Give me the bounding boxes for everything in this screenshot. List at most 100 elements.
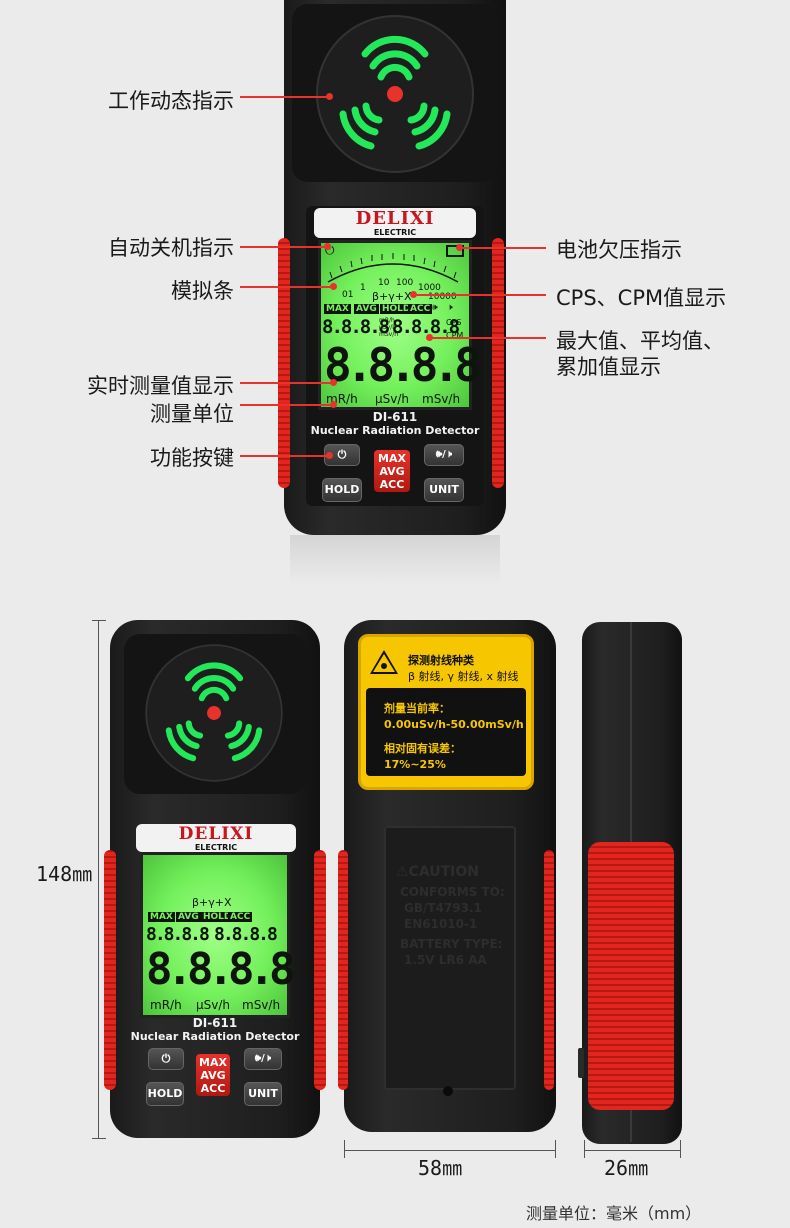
height-dim-tick-top (92, 620, 106, 621)
digits-small-right: 8.8.8.8 (392, 316, 460, 338)
callout-line-analog (240, 286, 332, 288)
callout-dot-battery (456, 244, 463, 251)
callout-max-avg-acc-1: 最大值、平均值、 (556, 329, 724, 353)
height-dim-line (98, 620, 99, 1138)
side-grip (588, 842, 674, 1110)
sound-button-small[interactable]: 🕪/🕨 (244, 1048, 282, 1070)
callout-line-cps (416, 294, 546, 296)
warning-inner (366, 688, 526, 776)
callout-line-auto-off (240, 246, 326, 248)
tag-acc-small: ACC (228, 912, 253, 922)
callout-analog-bar: 模拟条 (171, 279, 234, 303)
digits-big: 8.8.8.8 (324, 338, 482, 392)
callout-unit: 测量单位 (150, 402, 234, 426)
mute-icon: 🕨 (447, 303, 453, 313)
product-name-small: Nuclear Radiation Detector (130, 1030, 300, 1043)
acc-label: ACC (379, 478, 405, 491)
callout-line-realtime (240, 382, 332, 384)
model-number-small: DI-611 (192, 1016, 238, 1030)
scale-1000: 1000 (418, 283, 441, 293)
unit-msvh: mSv/h (422, 392, 461, 406)
product-name: Nuclear Radiation Detector (310, 424, 480, 437)
cps-label: CPS (446, 318, 462, 327)
brand-sub-small: ELECTRIC (194, 843, 238, 852)
unit-mrh-small: mR/h (150, 998, 182, 1012)
model-number: DI-611 (372, 410, 418, 424)
hold-button-small[interactable]: HOLD (146, 1082, 184, 1106)
tag-avg-small: AVG (176, 912, 201, 922)
callout-battery-low: 电池欠压指示 (556, 238, 682, 262)
power-button-small[interactable]: ⏻ (148, 1048, 184, 1070)
callout-line-battery (462, 247, 546, 249)
sound-button[interactable]: 🕪/🕨 (424, 444, 464, 466)
back-grip-left (338, 850, 348, 1090)
callout-dot-auto-off (324, 243, 331, 250)
callout-cps-cpm: CPS、CPM值显示 (556, 286, 727, 310)
back-grip-right (544, 850, 554, 1090)
unit-usvh-small: μSv/h (196, 998, 231, 1012)
side-grip-left-small (104, 850, 116, 1090)
small-unit-3: mSv/h (379, 331, 399, 338)
digits-small-left-sm: 8.8.8.8 (146, 924, 210, 945)
tag-hold-small: HOLD (201, 912, 234, 922)
lcd-screen (318, 240, 472, 410)
digits-small-right-sm: 8.8.8.8 (214, 924, 278, 945)
brand-strip (314, 208, 476, 238)
side-grip-right (492, 238, 504, 488)
lcd-screen-small (140, 852, 290, 1018)
unit-msvh-small: mSv/h (242, 998, 281, 1012)
acc-label-small: ACC (200, 1082, 226, 1095)
warning-title: 探测射线种类 (408, 654, 474, 667)
max-label: MAX (378, 452, 406, 465)
width-dim-tick-right (555, 1140, 556, 1158)
callout-realtime: 实时测量值显示 (87, 374, 234, 398)
side-button (578, 1048, 584, 1078)
hold-button[interactable]: HOLD (322, 478, 362, 502)
width-dimension: 58㎜ (418, 1156, 463, 1180)
caution-title: ⚠CAUTION (396, 864, 479, 880)
screw-hole (443, 1086, 453, 1096)
unit-button[interactable]: UNIT (424, 478, 464, 502)
depth-dim-tick-left (584, 1140, 585, 1158)
max-avg-acc-button[interactable]: MAX AVG ACC (374, 450, 410, 492)
warning-rays: β 射线, γ 射线, x 射线 (408, 670, 519, 683)
rate-title: 剂量当前率： (384, 702, 450, 715)
analog-bar-graph (327, 253, 459, 283)
unit-usvh: μSv/h (375, 392, 410, 406)
device-reflection (290, 535, 500, 585)
side-grip-left (278, 238, 290, 488)
unit-button-small[interactable]: UNIT (244, 1082, 282, 1106)
height-dimension: 148㎜ (36, 862, 93, 886)
ray-formula: β+γ+X (372, 290, 412, 303)
callout-dot-max (426, 334, 433, 341)
depth-dimension: 26㎜ (604, 1156, 649, 1180)
callout-dot-unit (330, 401, 337, 408)
radiation-trefoil-icon (316, 15, 474, 173)
avg-label-small: AVG (200, 1069, 226, 1082)
tag-max: MAX (324, 304, 351, 314)
callout-dot-work (326, 93, 333, 100)
unit-note: 测量单位：毫米（mm） (526, 1204, 702, 1223)
width-dim-tick-left (344, 1140, 345, 1158)
tag-max-small: MAX (148, 912, 175, 922)
caution-line-3: EN61010-1 (404, 917, 478, 931)
radiation-warning-icon (370, 650, 398, 674)
width-dim-line (344, 1150, 556, 1151)
tag-hold: HOLD (380, 304, 413, 314)
speaker-icon: 🕪 (432, 303, 438, 313)
callout-auto-off: 自动关机指示 (108, 236, 234, 260)
caution-line-5: 1.5V LR6 AA (404, 953, 487, 967)
brand-logo: DELIXI (355, 208, 435, 229)
battery-cover (384, 826, 516, 1090)
callout-function-keys: 功能按键 (150, 446, 234, 470)
power-button[interactable]: ⏻ (324, 444, 360, 466)
max-avg-acc-button-small[interactable]: MAX AVG ACC (196, 1054, 230, 1096)
radiation-trefoil-small-icon (145, 644, 283, 782)
callout-line-work (240, 96, 328, 98)
scale-01: 01 (342, 290, 354, 300)
depth-dim-tick-right (680, 1140, 681, 1158)
callout-dot-keys (326, 452, 333, 459)
brand-sub: ELECTRIC (373, 228, 417, 237)
callout-work-indicator: 工作动态指示 (108, 89, 234, 113)
scale-10: 10 (378, 278, 390, 288)
